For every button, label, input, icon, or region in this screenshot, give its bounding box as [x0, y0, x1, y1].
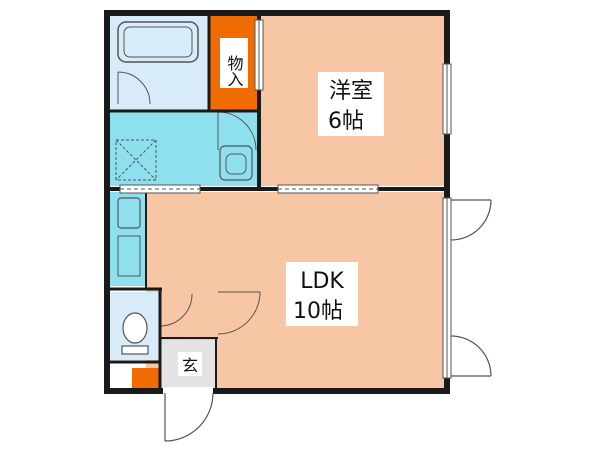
western-room-label-bg	[318, 72, 384, 136]
entrance-opening	[163, 387, 213, 395]
bathtub	[117, 21, 199, 63]
ldk-door-swing	[217, 291, 261, 335]
bathroom-door-swing	[117, 71, 151, 105]
washing-machine-cross	[115, 139, 157, 181]
washroom-door-swing	[217, 111, 257, 151]
wash-basin-bowl	[225, 153, 247, 175]
storage-label-bg	[220, 38, 248, 88]
balcony-door-swing-bottom	[450, 335, 492, 377]
washing-machine-space	[115, 139, 157, 181]
western-room-name: 洋室	[329, 79, 373, 104]
shoe-closet	[132, 368, 160, 388]
entrance-label-bg	[178, 352, 202, 376]
bathtub-inner	[123, 26, 193, 58]
kitchen-stove	[117, 235, 141, 277]
kitchen-sink	[117, 197, 141, 229]
toilet-bowl	[122, 312, 148, 344]
entrance-label: 玄	[182, 356, 198, 375]
ldk-size: 10帖	[293, 299, 343, 324]
storage-label: 物入	[225, 55, 244, 87]
toilet-door-swing	[159, 293, 193, 327]
balcony-door-swing-top	[450, 199, 492, 241]
sliding-door-washroom	[119, 184, 201, 194]
ldk-label-bg	[286, 262, 358, 326]
ldk-name: LDK	[300, 269, 344, 294]
entrance-door-swing	[164, 392, 214, 442]
toilet-tank	[121, 345, 149, 355]
western-room-size: 6帖	[328, 109, 364, 134]
wash-basin	[219, 145, 253, 181]
